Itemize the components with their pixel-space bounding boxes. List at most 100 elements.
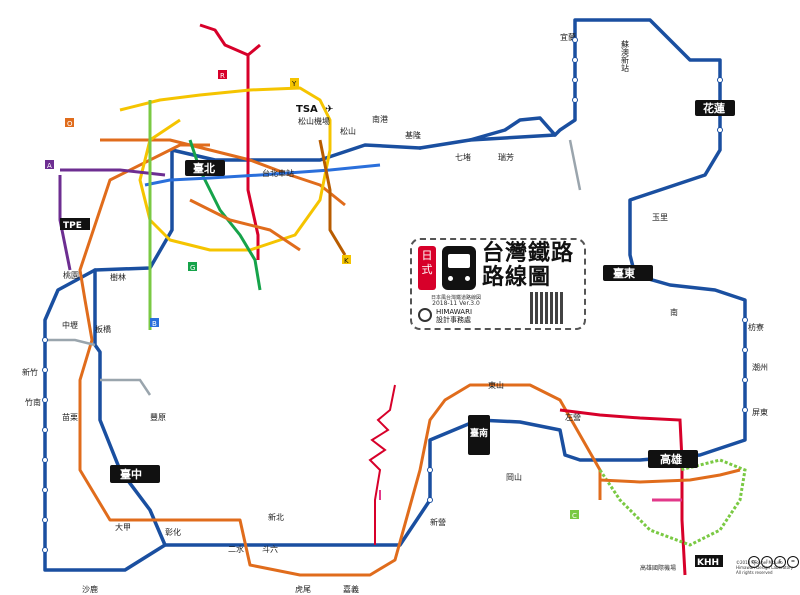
hub-taitung-label: 臺東 bbox=[613, 266, 636, 280]
line-marker-k bbox=[342, 255, 351, 264]
maker-name: HIMAWARI 設計事務處 bbox=[436, 308, 472, 324]
line-letter: Y bbox=[291, 80, 297, 88]
grey-branch-1 bbox=[45, 338, 96, 347]
grey-branch-3 bbox=[568, 139, 582, 191]
station-label[interactable]: 虎尾 bbox=[295, 584, 311, 594]
station-label[interactable]: 嘉義 bbox=[343, 584, 359, 594]
hub-taipei[interactable]: 臺北 bbox=[185, 160, 225, 176]
tra-tainan-kaohsiung bbox=[418, 18, 747, 462]
station-label[interactable]: 瑞芳 bbox=[498, 152, 514, 162]
airport-tsa[interactable]: TSA ✈ 松山機場 bbox=[296, 104, 333, 126]
station-label[interactable]: 中壢 bbox=[62, 320, 78, 330]
by-icon: i bbox=[761, 556, 773, 568]
line-marker-c bbox=[570, 510, 579, 519]
station-label[interactable]: 樹林 bbox=[110, 272, 126, 282]
station-label[interactable]: 松山 bbox=[340, 126, 356, 136]
line-marker-g bbox=[188, 262, 197, 271]
airport-khh-name: 高雄國際機場 bbox=[640, 564, 676, 572]
hub-taitung[interactable]: 臺東 bbox=[603, 265, 653, 281]
mrt-red-line bbox=[246, 43, 261, 260]
station-label[interactable]: 大甲 bbox=[115, 522, 131, 532]
station-label[interactable]: 斗六 bbox=[262, 544, 278, 554]
station-label[interactable]: 新營 bbox=[430, 517, 446, 527]
line-letter: R bbox=[220, 72, 225, 80]
hub-kaohsiung[interactable]: 高雄 bbox=[648, 450, 698, 468]
maker-zh: 設計事務處 bbox=[436, 316, 471, 324]
station-label[interactable]: 南港 bbox=[372, 114, 388, 124]
train-icon bbox=[442, 246, 476, 290]
station-label[interactable]: 南 bbox=[670, 307, 678, 317]
airport-khh-code: KHH bbox=[697, 558, 719, 568]
qr-code[interactable] bbox=[530, 292, 564, 324]
hub-tainan[interactable]: 臺南 bbox=[468, 415, 490, 455]
hub-hualien-label: 花蓮 bbox=[703, 101, 725, 115]
station-label[interactable]: 竹南 bbox=[25, 397, 41, 407]
nd-icon: = bbox=[787, 556, 799, 568]
plane-icon: ✈ bbox=[325, 104, 333, 115]
station-label[interactable]: 宜蘭 bbox=[560, 32, 576, 42]
japanese-style-logo: 日式 bbox=[418, 246, 436, 290]
tra-west-main-line bbox=[43, 148, 480, 572]
map-version: 2018-11 Ver.3.0 bbox=[432, 300, 480, 307]
station-label[interactable]: 桃園 bbox=[63, 270, 79, 280]
map-title: 台灣鐵路 bbox=[482, 241, 575, 266]
kaohsiung-red-line bbox=[559, 408, 687, 576]
airport-khh[interactable]: KHH 高雄國際機場 bbox=[640, 555, 723, 572]
tra-pingxi-keelung bbox=[468, 116, 557, 142]
kaohsiung-orange-line bbox=[599, 468, 741, 484]
tra-east-north bbox=[170, 143, 422, 162]
grey-branch-2 bbox=[100, 378, 152, 396]
line-marker-a bbox=[45, 160, 54, 169]
station-label[interactable]: 板橋 bbox=[95, 324, 111, 334]
station-label[interactable]: 台北車站 bbox=[262, 168, 294, 178]
station-label[interactable]: 二水 bbox=[228, 544, 244, 554]
station-label[interactable]: 岡山 bbox=[506, 472, 522, 482]
station-label[interactable]: 彰化 bbox=[165, 527, 181, 537]
credit-line: ©2018 Kyouhei Mizuno bbox=[736, 560, 783, 565]
mrt-red-top bbox=[199, 23, 249, 57]
hub-taichung-label: 臺中 bbox=[120, 467, 142, 481]
hub-kaohsiung-label: 高雄 bbox=[660, 452, 682, 466]
station-label[interactable]: 苗栗 bbox=[62, 413, 78, 422]
mrt-brown-line bbox=[318, 139, 347, 256]
mrt-yellow-ring bbox=[119, 86, 332, 252]
hub-hualien[interactable]: 花蓮 bbox=[695, 100, 735, 116]
cc-icon: cc bbox=[748, 556, 760, 568]
taipei-orange-circle bbox=[189, 198, 301, 252]
station-label[interactable]: 新北 bbox=[268, 512, 284, 522]
station-label[interactable]: 左營 bbox=[565, 412, 581, 422]
credit-line: Himawari Design Laboratory bbox=[736, 565, 794, 570]
line-letter: G bbox=[190, 264, 195, 272]
kaohsiung-lightrail-loop bbox=[598, 458, 747, 547]
nc-icon: $ bbox=[774, 556, 786, 568]
station-label[interactable]: 枋寮 bbox=[748, 322, 764, 332]
airport-tpe[interactable]: TPE bbox=[60, 218, 90, 231]
station-label[interactable]: 新竹 bbox=[22, 367, 38, 377]
station-label[interactable]: 豐原 bbox=[150, 412, 166, 422]
hub-taichung[interactable]: 臺中 bbox=[110, 465, 160, 483]
line-markers: R Y O G B A C K bbox=[45, 70, 579, 520]
orange-taipei-line bbox=[100, 138, 346, 207]
tra-mountain-line bbox=[93, 268, 167, 547]
station-label[interactable]: 沙鹿 bbox=[82, 584, 98, 594]
station-label[interactable]: 基隆 bbox=[405, 130, 421, 140]
line-marker-y bbox=[290, 78, 299, 87]
line-letter: K bbox=[344, 257, 349, 265]
station-label[interactable]: 東山 bbox=[488, 380, 504, 390]
map-subtitle: 路線圖 bbox=[482, 265, 552, 290]
line-letter: C bbox=[572, 512, 577, 520]
credits: ©2018 Kyouhei Mizuno Himawari Design Lab… bbox=[736, 560, 798, 575]
station-label[interactable]: 屏東 bbox=[752, 407, 768, 417]
line-letter: A bbox=[47, 162, 52, 170]
station-label[interactable]: 七堵 bbox=[455, 152, 471, 162]
mrt-blue-line bbox=[144, 163, 381, 187]
map-caption: 日本風台灣鐵道路線図 bbox=[430, 295, 481, 301]
sun-icon bbox=[418, 308, 432, 322]
station-label[interactable]: 蘇澳新站 bbox=[621, 39, 630, 73]
station-label[interactable]: 潮州 bbox=[752, 362, 768, 372]
line-letter: O bbox=[67, 120, 73, 128]
station-label[interactable]: 玉里 bbox=[652, 213, 668, 222]
